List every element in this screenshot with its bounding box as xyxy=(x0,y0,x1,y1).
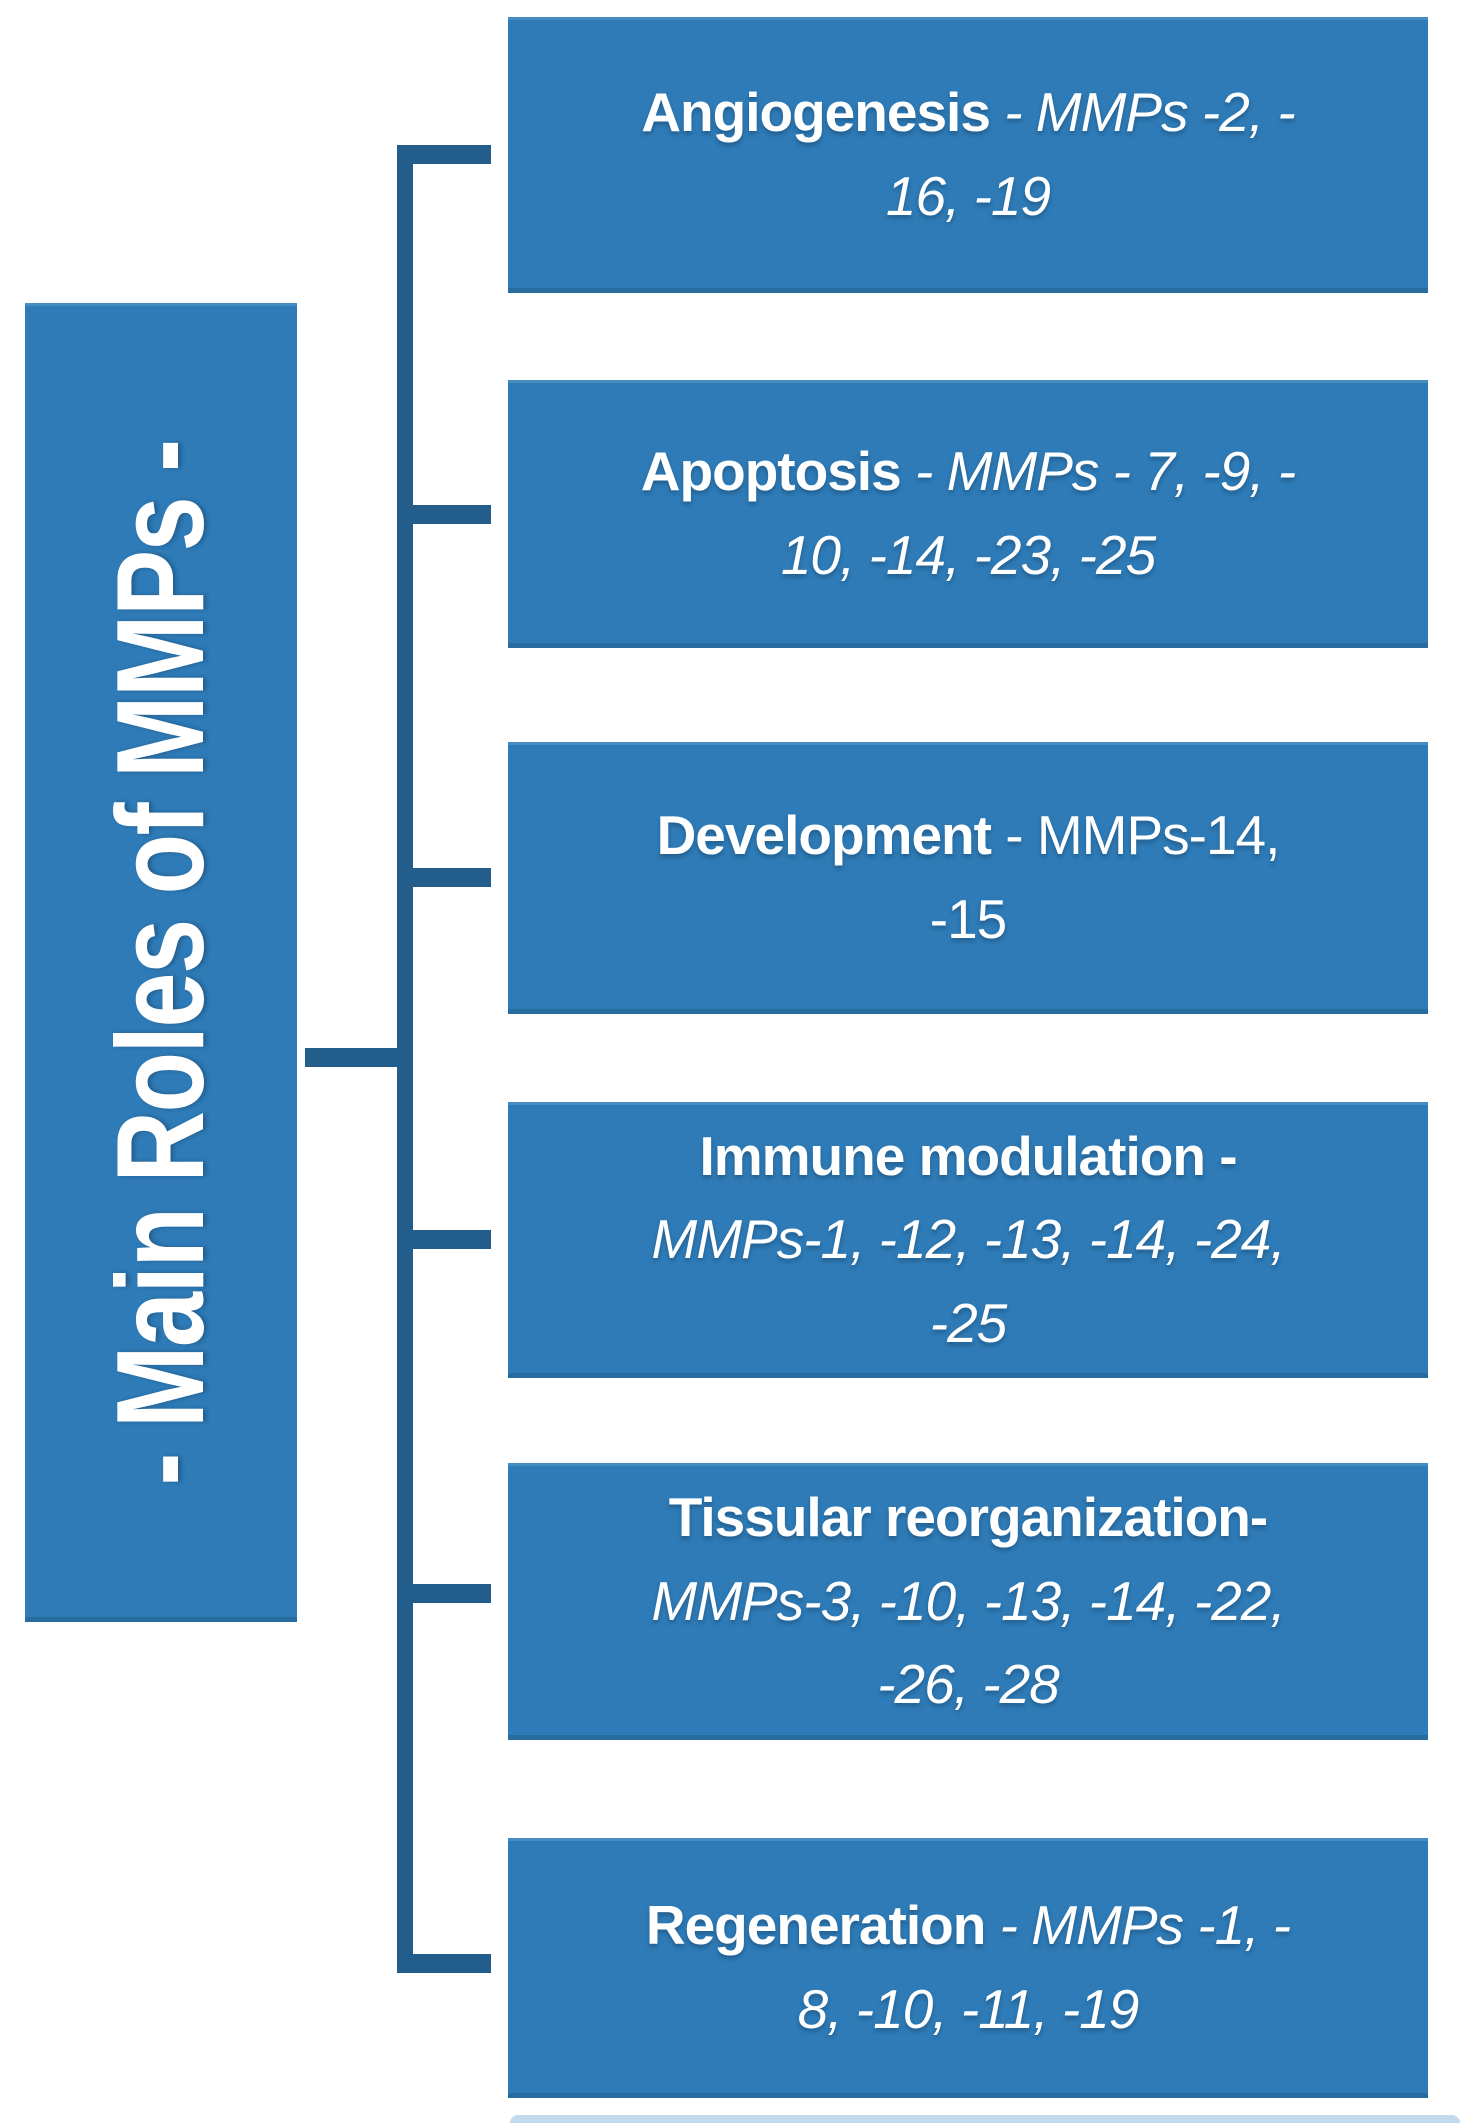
connector-trunk xyxy=(397,145,413,1973)
role-title: Development xyxy=(656,804,1006,867)
role-title: Immune modulation - xyxy=(699,1124,1237,1187)
role-node-immune-modulation: Immune modulation - MMPs-1, -12, -13, -1… xyxy=(508,1102,1428,1378)
role-mmps-list: MMPs-1, -12, -13, -14, -24, -25 xyxy=(651,1208,1285,1354)
connector-stub-immune-modulation xyxy=(399,1230,491,1249)
role-node-text: Tissular reorganization- MMPs-3, -10, -1… xyxy=(651,1476,1285,1727)
role-node-regeneration: Regeneration - MMPs -1, - 8, -10, -11, -… xyxy=(508,1838,1428,2098)
role-title: Regeneration xyxy=(645,1894,1000,1957)
connector-root-to-trunk xyxy=(305,1048,399,1067)
connector-stub-tissular-reorganization xyxy=(399,1584,491,1603)
root-node-main-roles-of-mmps: - Main Roles of MMPs - xyxy=(25,303,297,1622)
connector-stub-apoptosis xyxy=(399,505,491,524)
connector-stub-development xyxy=(399,868,491,887)
role-node-apoptosis: Apoptosis - MMPs - 7, -9, - 10, -14, -23… xyxy=(508,380,1428,648)
role-node-text: Apoptosis - MMPs - 7, -9, - 10, -14, -23… xyxy=(640,430,1296,597)
role-node-text: Development - MMPs-14, -15 xyxy=(656,794,1281,961)
bottom-cropped-shape xyxy=(510,2115,1460,2123)
role-node-text: Immune modulation - MMPs-1, -12, -13, -1… xyxy=(651,1115,1285,1366)
connector-stub-regeneration xyxy=(399,1954,491,1973)
role-mmps-list: MMPs-3, -10, -13, -14, -22, -26, -28 xyxy=(651,1569,1285,1716)
role-node-development: Development - MMPs-14, -15 xyxy=(508,742,1428,1014)
role-title: Apoptosis xyxy=(640,440,915,503)
role-node-angiogenesis: Angiogenesis - MMPs -2, - 16, -19 xyxy=(508,17,1428,293)
role-title: Angiogenesis xyxy=(641,81,1005,144)
root-node-label: - Main Roles of MMPs - xyxy=(92,439,230,1486)
role-node-text: Angiogenesis - MMPs -2, - 16, -19 xyxy=(641,71,1296,238)
connector-stub-angiogenesis xyxy=(399,145,491,164)
role-mmps-list: - MMPs - 7, -9, - 10, -14, -23, -25 xyxy=(780,440,1296,586)
role-mmps-list: - MMPs -1, - 8, -10, -11, -19 xyxy=(797,1894,1291,2040)
role-node-text: Regeneration - MMPs -1, - 8, -10, -11, -… xyxy=(645,1884,1291,2051)
role-node-tissular-reorganization: Tissular reorganization- MMPs-3, -10, -1… xyxy=(508,1463,1428,1740)
role-mmps-list: - MMPs -2, - 16, -19 xyxy=(885,81,1296,227)
role-mmps-list: - MMPs-14, -15 xyxy=(929,804,1281,950)
role-title: Tissular reorganization- xyxy=(668,1486,1268,1549)
